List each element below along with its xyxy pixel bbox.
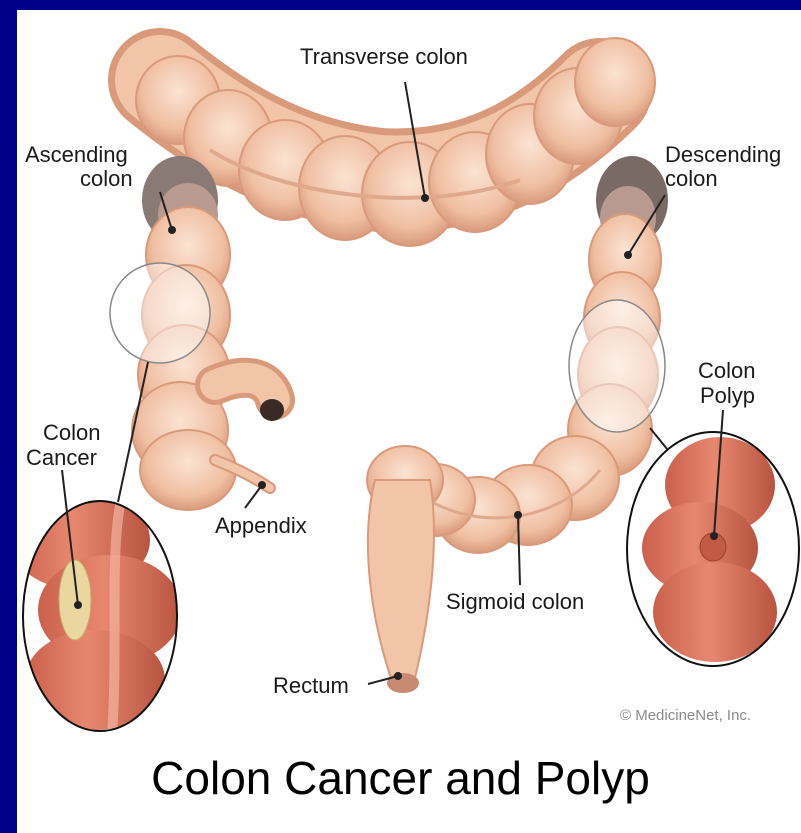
label-colon-cancer-line2: Cancer [26, 445, 97, 470]
copyright-notice: © MedicineNet, Inc. [620, 707, 751, 724]
label-ascending-colon-line1: Ascending [25, 142, 128, 167]
label-rectum: Rectum [273, 673, 349, 698]
label-colon-polyp-line2: Polyp [700, 383, 755, 408]
label-sigmoid-colon: Sigmoid colon [446, 589, 584, 614]
page-caption: Colon Cancer and Polyp [0, 750, 801, 806]
label-ascending-colon-line2: colon [80, 166, 133, 191]
colon-cancer-inset [10, 490, 182, 735]
label-appendix: Appendix [215, 513, 307, 538]
label-descending-colon-line2: colon [665, 166, 718, 191]
cancer-site-circle [110, 263, 210, 363]
label-colon-cancer-line1: Colon [43, 420, 100, 445]
label-colon-polyp-line1: Colon [698, 358, 755, 383]
label-descending-colon-line1: Descending [665, 142, 781, 167]
label-transverse-colon: Transverse colon [300, 44, 468, 69]
pointer-appendix [245, 485, 262, 508]
colon-polyp-inset [627, 432, 799, 666]
polyp-site-circle [569, 300, 665, 432]
rectum [368, 480, 434, 693]
